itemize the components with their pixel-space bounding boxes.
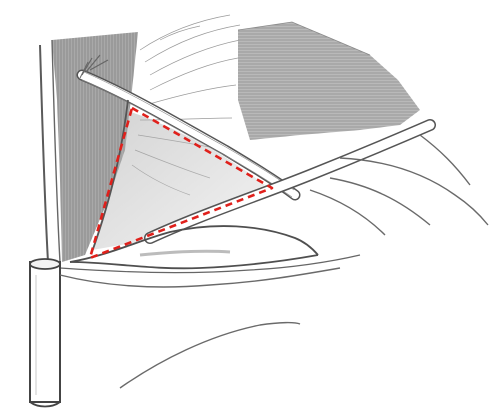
triangle-shading [92, 110, 265, 250]
vertical-rod [29, 258, 61, 408]
diagonal-nerve-bundle [76, 54, 301, 201]
bottom-contours [59, 267, 341, 389]
upper-right-muscle-mass [237, 21, 420, 140]
right-fold-lines [309, 134, 489, 236]
lower-lens-fold [59, 225, 361, 274]
dashed-triangle-outline [88, 106, 274, 260]
triangle-left-curve [91, 99, 129, 253]
